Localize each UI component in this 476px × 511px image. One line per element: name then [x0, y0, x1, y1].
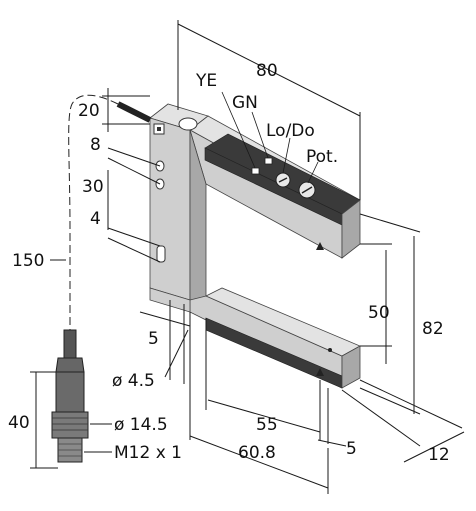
dim-20-label: 20 — [78, 101, 100, 121]
dimension-labels: 80 YE GN Lo/Do Pot. 20 8 30 4 150 5 ø 4.… — [8, 61, 450, 465]
pot-label: Pot. — [306, 147, 338, 167]
housing-left-column — [149, 117, 191, 301]
connector-thread-lines — [58, 443, 82, 457]
lodo-switch-slot — [278, 177, 288, 183]
connector-knurled-nut — [51, 411, 89, 439]
dim-608-label: 60.8 — [238, 443, 276, 463]
connector-knurl-lines — [52, 417, 88, 431]
dim-55-label: 55 — [256, 415, 278, 435]
fork-sensor-housing — [149, 103, 361, 389]
dim-8-label: 8 — [90, 135, 101, 155]
dim-40-label: 40 — [8, 413, 30, 433]
potentiometer-slot — [301, 186, 313, 194]
dim-diameter-145-label: ø 14.5 — [114, 415, 168, 435]
cable — [68, 94, 152, 330]
mounting-hole-top — [178, 117, 198, 131]
led-ye-label: YE — [195, 71, 217, 91]
dim-30-label: 30 — [82, 177, 104, 197]
m12-connector — [51, 329, 89, 463]
beam-triangle-lower — [316, 368, 324, 376]
cable-entry-core — [157, 127, 161, 131]
led-gn-label: GN — [232, 93, 258, 113]
dimension-lines — [30, 20, 465, 494]
beam-triangle-upper — [316, 242, 324, 250]
dim-m12-label: M12 x 1 — [114, 443, 182, 463]
dim-150-label: 150 — [12, 251, 44, 271]
dim-12-label: 12 — [428, 445, 450, 465]
dim-5-right-label: 5 — [346, 439, 357, 459]
connector-neck — [55, 357, 85, 373]
dim-82-label: 82 — [422, 319, 444, 339]
dim-diameter-45-label: ø 4.5 — [112, 371, 155, 391]
lower-arm-dot — [328, 348, 332, 352]
led-gn-indicator — [264, 157, 273, 165]
connector-cable-end — [63, 329, 77, 359]
dim-5-left-label: 5 — [148, 329, 159, 349]
cable-sheath — [116, 101, 152, 123]
dim-80-label: 80 — [256, 61, 278, 81]
lodo-label: Lo/Do — [266, 121, 315, 141]
lower-arm-end-face — [341, 345, 361, 389]
connector-body — [55, 371, 85, 413]
side-slot — [156, 245, 166, 263]
dim-50-label: 50 — [368, 303, 390, 323]
dim-4-label: 4 — [90, 209, 101, 229]
led-ye-indicator — [251, 167, 260, 175]
